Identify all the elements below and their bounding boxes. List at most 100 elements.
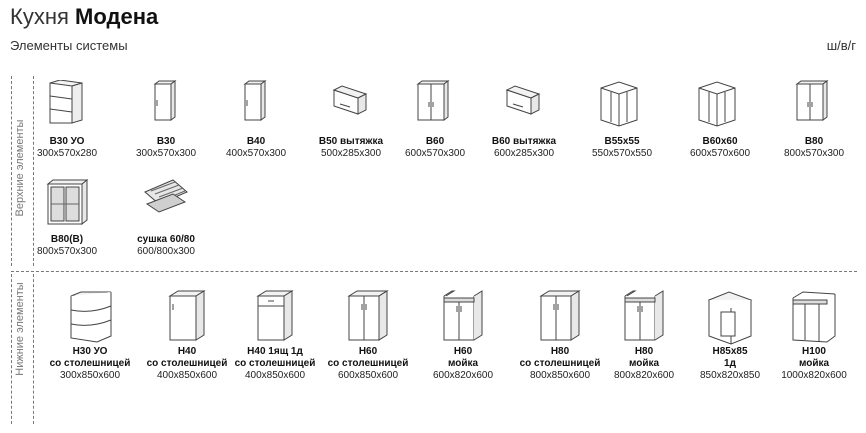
upper-item-dimensions: 600/800х300 bbox=[137, 246, 195, 257]
wall-cabinet-1-door-icon bbox=[243, 80, 267, 121]
lower-item-subname: со столешницей bbox=[327, 358, 409, 369]
upper-item: В80(В)800х570х300 bbox=[12, 178, 122, 258]
lower-item-name: Н60 bbox=[453, 346, 473, 357]
upper-item-name: В30 УО bbox=[49, 136, 85, 147]
lower-item-subname: мойка bbox=[447, 358, 479, 369]
subtitle: Элементы системы bbox=[10, 38, 128, 53]
open-corner-base-icon bbox=[70, 291, 112, 343]
wall-cabinet-2-door-icon bbox=[795, 80, 829, 121]
lower-item-subname: 1д bbox=[724, 358, 736, 369]
base-cabinet-2-door-icon bbox=[347, 290, 389, 341]
base-cabinet-1-door-icon bbox=[168, 290, 206, 341]
lower-item-subname: со столешницей bbox=[49, 358, 131, 369]
lower-item-dimensions: 400х850х600 bbox=[244, 370, 306, 381]
lower-item-name: Н40 1ящ 1д bbox=[247, 346, 303, 357]
hood-cabinet-icon bbox=[332, 85, 368, 115]
corner-wall-cabinet-icon bbox=[698, 81, 736, 127]
divider-inner-lower bbox=[33, 274, 34, 424]
lower-item-name: Н30 УО bbox=[72, 346, 108, 357]
wall-cabinet-2-door-icon bbox=[416, 80, 450, 121]
lower-item-subname: мойка bbox=[798, 358, 830, 369]
upper-item-name: В80 bbox=[804, 136, 824, 147]
upper-item-dimensions: 600х570х300 bbox=[404, 148, 466, 159]
upper-item-dimensions: 500х285х300 bbox=[320, 148, 382, 159]
lower-item-name: Н100 bbox=[802, 346, 826, 357]
divider-left-upper bbox=[11, 76, 12, 266]
open-corner-shelf-icon bbox=[49, 80, 83, 124]
lower-item-subname: мойка bbox=[628, 358, 660, 369]
lower-item-dimensions: 1000х820х600 bbox=[781, 370, 847, 381]
page-title: Кухня Модена bbox=[10, 4, 158, 30]
upper-item-name: В60 вытяжка bbox=[491, 136, 557, 147]
lower-item-name: Н80 bbox=[634, 346, 654, 357]
lower-item-dimensions: 300х850х600 bbox=[59, 370, 121, 381]
upper-item-dimensions: 800х570х300 bbox=[783, 148, 845, 159]
title-model: Модена bbox=[75, 4, 159, 29]
lower-item-subname: со столешницей bbox=[146, 358, 228, 369]
glass-wall-cabinet-icon bbox=[46, 178, 89, 226]
lower-item-name: Н85х85 bbox=[712, 346, 748, 357]
upper-item-dimensions: 600х285х300 bbox=[493, 148, 555, 159]
upper-item-dimensions: 550х570х550 bbox=[591, 148, 653, 159]
lower-item-dimensions: 850х820х850 bbox=[699, 370, 761, 381]
lower-item-dimensions: 600х820х600 bbox=[432, 370, 494, 381]
upper-item-dimensions: 600х570х600 bbox=[689, 148, 751, 159]
base-cabinet-drawer-icon bbox=[256, 290, 294, 341]
divider-middle bbox=[11, 271, 857, 272]
lower-item-name: Н40 bbox=[177, 346, 197, 357]
divider-inner-upper bbox=[33, 76, 34, 266]
upper-item-dimensions: 400х570х300 bbox=[225, 148, 287, 159]
corner-base-cabinet-icon bbox=[707, 291, 753, 345]
lower-item-dimensions: 800х850х600 bbox=[529, 370, 591, 381]
lower-item-subname: со столешницей bbox=[234, 358, 316, 369]
dish-rack-icon bbox=[144, 179, 188, 213]
lower-item-name: Н60 bbox=[358, 346, 378, 357]
lower-item-dimensions: 800х820х600 bbox=[613, 370, 675, 381]
section-label-lower: Нижние элементы bbox=[14, 282, 26, 376]
upper-item-name: сушка 60/80 bbox=[137, 234, 195, 245]
upper-item-name: В60х60 bbox=[702, 136, 738, 147]
upper-item-name: В40 bbox=[246, 136, 266, 147]
upper-item-dimensions: 800х570х300 bbox=[36, 246, 98, 257]
upper-item-name: В50 вытяжка bbox=[318, 136, 384, 147]
upper-item-name: В55х55 bbox=[604, 136, 640, 147]
title-kitchen: Кухня bbox=[10, 4, 69, 29]
upper-item-dimensions: 300х570х280 bbox=[36, 148, 98, 159]
wall-cabinet-1-door-icon bbox=[153, 80, 177, 121]
sink-cabinet-wide-icon bbox=[792, 291, 836, 343]
lower-item-dimensions: 400х850х600 bbox=[156, 370, 218, 381]
lower-item-subname: со столешницей bbox=[519, 358, 601, 369]
base-cabinet-2-door-icon bbox=[539, 290, 581, 341]
divider-left-lower bbox=[11, 274, 12, 424]
lower-item-name: Н80 bbox=[550, 346, 570, 357]
hood-cabinet-icon bbox=[505, 85, 541, 115]
upper-item-name: В80(В) bbox=[50, 234, 84, 245]
sink-cabinet-icon bbox=[624, 290, 664, 341]
upper-item-name: В30 bbox=[156, 136, 176, 147]
sink-cabinet-icon bbox=[443, 290, 483, 341]
upper-item-dimensions: 300х570х300 bbox=[135, 148, 197, 159]
upper-item-name: В60 bbox=[425, 136, 445, 147]
units-label: ш/в/г bbox=[826, 38, 856, 53]
lower-item-dimensions: 600х850х600 bbox=[337, 370, 399, 381]
corner-wall-cabinet-icon bbox=[600, 81, 638, 127]
